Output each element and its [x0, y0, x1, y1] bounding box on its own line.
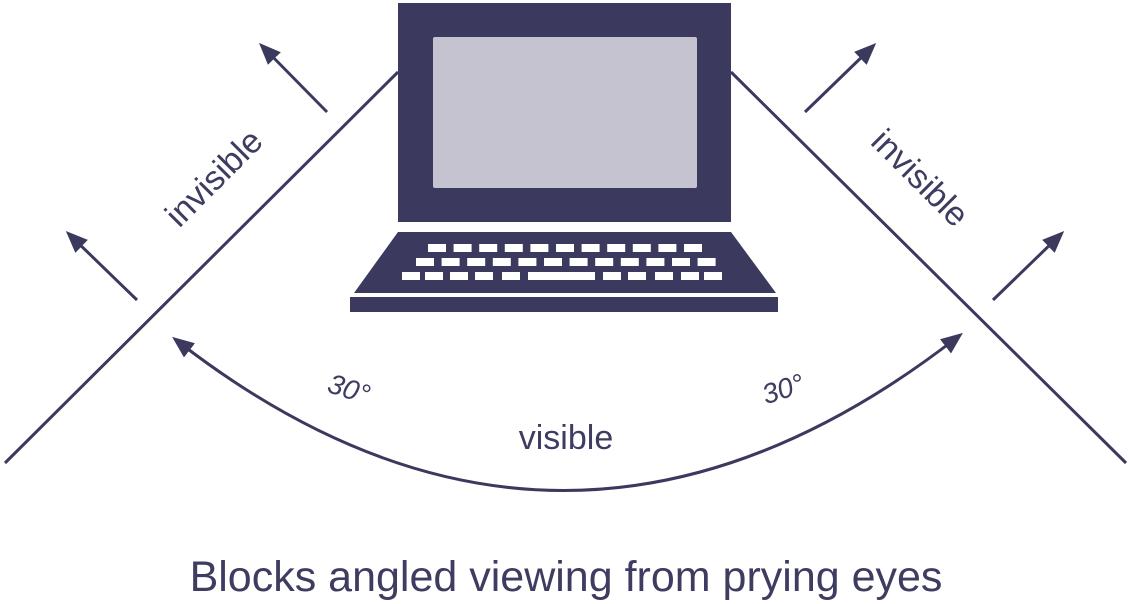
- key: [416, 258, 434, 266]
- key: [628, 272, 646, 280]
- laptop-icon: [350, 3, 778, 312]
- key: [530, 244, 549, 252]
- right-boundary-line: [729, 70, 1128, 465]
- key: [402, 272, 420, 280]
- key: [595, 258, 614, 266]
- key: [704, 272, 722, 280]
- key: [502, 272, 520, 280]
- laptop-screen: [433, 37, 697, 188]
- key: [655, 272, 673, 280]
- right-angle-label: 30°: [758, 368, 808, 411]
- key: [504, 244, 523, 252]
- key: [620, 258, 639, 266]
- key: [450, 272, 468, 280]
- key: [607, 244, 626, 252]
- key: [441, 258, 460, 266]
- key: [681, 272, 699, 280]
- key: [646, 258, 665, 266]
- key: [658, 244, 677, 252]
- key: [475, 272, 493, 280]
- key: [556, 244, 574, 252]
- key: [544, 258, 562, 266]
- key: [684, 244, 702, 252]
- key: [428, 244, 446, 252]
- key: [632, 244, 651, 252]
- key: [581, 244, 600, 252]
- viewing-angle-arc: [172, 332, 963, 492]
- caption: Blocks angled viewing from prying eyes: [190, 553, 943, 601]
- key: [425, 272, 443, 280]
- laptop-base: [350, 297, 778, 312]
- arrow-icon: [258, 42, 329, 114]
- key: [453, 244, 472, 252]
- visible-label: visible: [519, 419, 613, 457]
- key: [672, 258, 690, 266]
- key: [603, 272, 621, 280]
- key: [518, 258, 537, 266]
- keyboard-keys: [402, 244, 722, 280]
- arrow-icon: [991, 231, 1065, 302]
- key: [528, 272, 595, 280]
- arrow-icon: [65, 231, 139, 302]
- left-angle-label: 30°: [324, 368, 374, 411]
- right-invisible-label: invisible: [864, 122, 976, 234]
- key: [479, 244, 498, 252]
- arrow-icon: [803, 43, 877, 114]
- key: [697, 258, 716, 266]
- key: [569, 258, 588, 266]
- left-boundary-line: [3, 70, 400, 465]
- key: [467, 258, 486, 266]
- key: [492, 258, 511, 266]
